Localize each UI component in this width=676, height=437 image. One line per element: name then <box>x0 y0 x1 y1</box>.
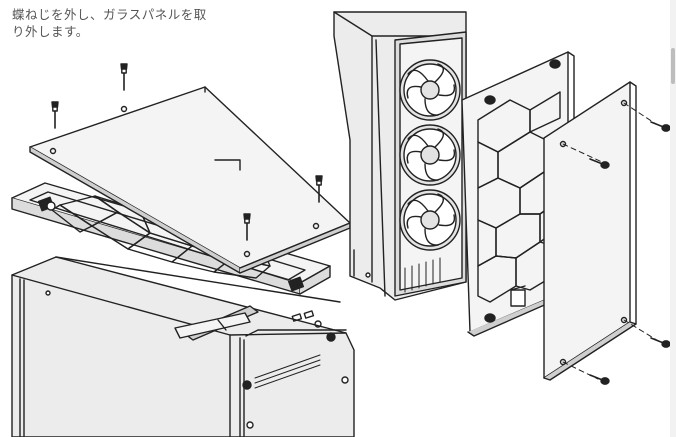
instruction-line-1: 蝶ねじを外し、ガラスパネルを取 <box>12 7 207 22</box>
instruction-line-2: り外します。 <box>12 24 89 39</box>
fan-icon <box>399 59 461 251</box>
scrollbar[interactable] <box>670 0 676 437</box>
top-glass-panel <box>29 86 351 274</box>
scroll-thumb[interactable] <box>671 48 675 84</box>
side-glass-panel <box>543 81 637 381</box>
chassis-tower <box>333 11 467 301</box>
instruction-caption: 蝶ねじを外し、ガラスパネルを取 り外します。 <box>12 6 207 40</box>
